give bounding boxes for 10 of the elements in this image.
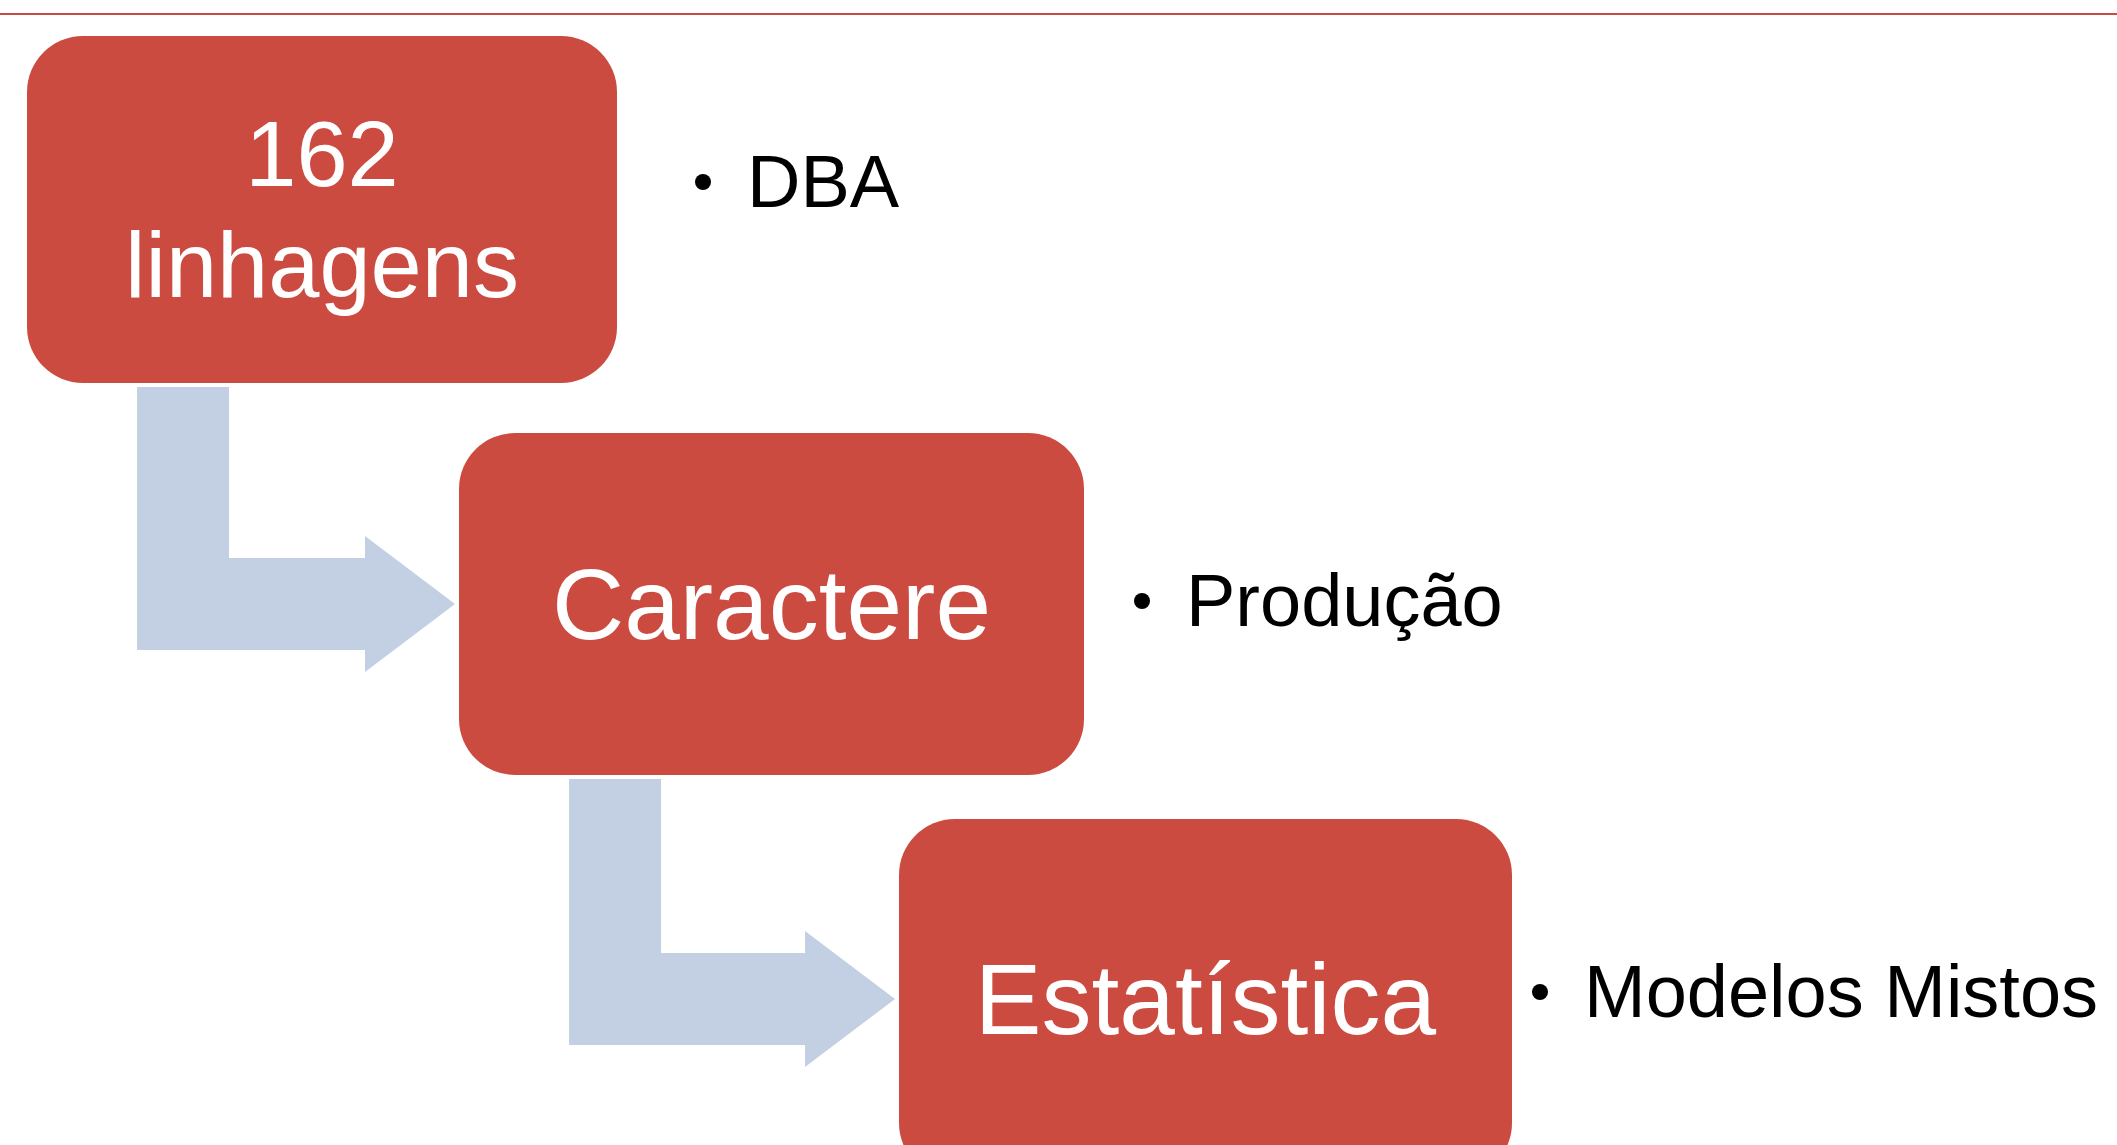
bullet-text: Modelos Mistos: [1584, 955, 2099, 1029]
box-label: Caractere: [551, 547, 992, 662]
process-box: [459, 433, 1084, 775]
box-label: Estatística: [974, 942, 1437, 1057]
process-box: [899, 819, 1512, 1145]
bent-block-arrow: [569, 779, 895, 1067]
bent-block-arrow: [137, 387, 455, 672]
bullet-text: DBA: [747, 145, 900, 219]
process-box: [27, 36, 617, 383]
box-label: 162 linhagens: [124, 102, 520, 318]
